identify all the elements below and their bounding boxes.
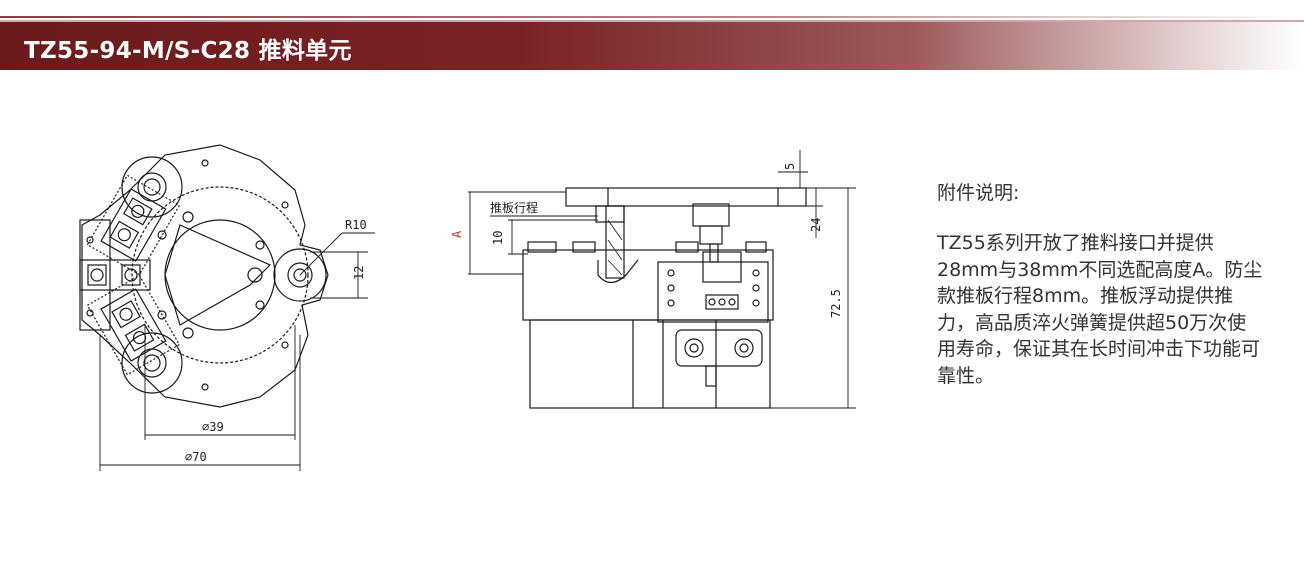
page-title: TZ55-94-M/S-C28 推料单元 <box>24 38 352 64</box>
jaw-lower <box>100 288 167 362</box>
label-dia-70: ⌀70 <box>185 450 207 464</box>
label-dim-10: 10 <box>491 231 505 245</box>
label-dim-5: 5 <box>783 163 797 170</box>
top-view-drawing: R10 12 ⌀39 ⌀70 <box>79 144 375 471</box>
push-rod <box>605 205 625 279</box>
notes-body: TZ55系列开放了推料接口并提供28mm与38mm不同选配高度A。防尘款推板行程… <box>937 232 1263 387</box>
notes-heading: 附件说明: <box>937 182 1020 204</box>
label-dia-39: ⌀39 <box>202 420 224 434</box>
top-view-outline <box>81 144 329 408</box>
label-stroke: 推板行程 <box>490 200 538 215</box>
lobe-right <box>273 248 327 302</box>
lobe-bottom <box>121 332 183 394</box>
lobe-top <box>121 156 183 218</box>
label-a: A <box>450 230 464 238</box>
section-header: TZ55-94-M/S-C28 推料单元 <box>0 20 1304 70</box>
header-top-rule <box>0 16 1304 18</box>
jaw-upper <box>100 188 167 262</box>
body-lower <box>529 319 771 409</box>
label-dim-72-5: 72.5 <box>829 289 843 318</box>
side-view-drawing: 推板行程 A 10 5 24 72.5 <box>450 150 856 409</box>
notes-panel: 附件说明: TZ55系列开放了推料接口并提供28mm与38mm不同选配高度A。防… <box>937 180 1277 389</box>
label-dim-12: 12 <box>352 266 366 280</box>
top-plate <box>565 187 807 207</box>
label-radius: R10 <box>345 218 367 232</box>
inner-ring <box>131 186 309 364</box>
label-dim-24: 24 <box>809 218 823 232</box>
